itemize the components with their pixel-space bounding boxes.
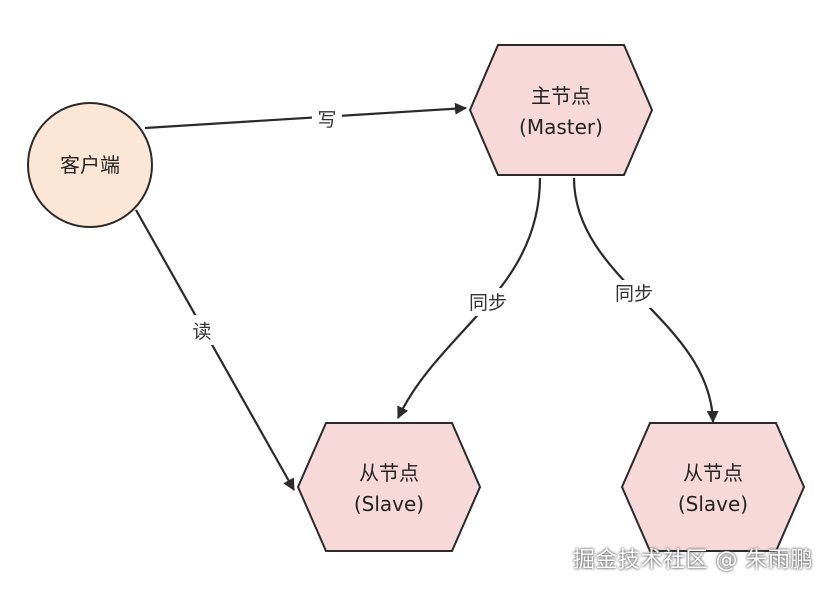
read-edge	[135, 209, 295, 491]
sync-right-label: 同步	[609, 280, 659, 308]
slave-left-label-line2: (Slave)	[354, 492, 424, 516]
read-label: 读	[187, 315, 217, 345]
client-label: 客户端	[60, 153, 120, 177]
sync-left-label: 同步	[463, 288, 513, 316]
svg-text:读: 读	[192, 321, 211, 343]
master-label-line1: 主节点	[531, 84, 591, 108]
svg-text:同步: 同步	[615, 283, 653, 305]
watermark: 掘金技术社区 @ 朱雨鹏	[573, 548, 813, 573]
write-edge	[144, 102, 467, 130]
write-label: 写	[312, 104, 342, 132]
slave-left-node: 从节点 (Slave)	[296, 422, 482, 552]
master-label-line2: (Master)	[519, 115, 603, 139]
client-node: 客户端	[27, 102, 153, 228]
slave-right-label-line2: (Slave)	[678, 492, 748, 516]
svg-text:写: 写	[317, 109, 336, 131]
svg-text:同步: 同步	[469, 292, 507, 314]
slave-right-node: 从节点 (Slave)	[620, 422, 806, 552]
slave-right-label-line1: 从节点	[683, 461, 743, 485]
slave-left-label-line1: 从节点	[359, 461, 419, 485]
master-node: 主节点 (Master)	[468, 44, 654, 176]
